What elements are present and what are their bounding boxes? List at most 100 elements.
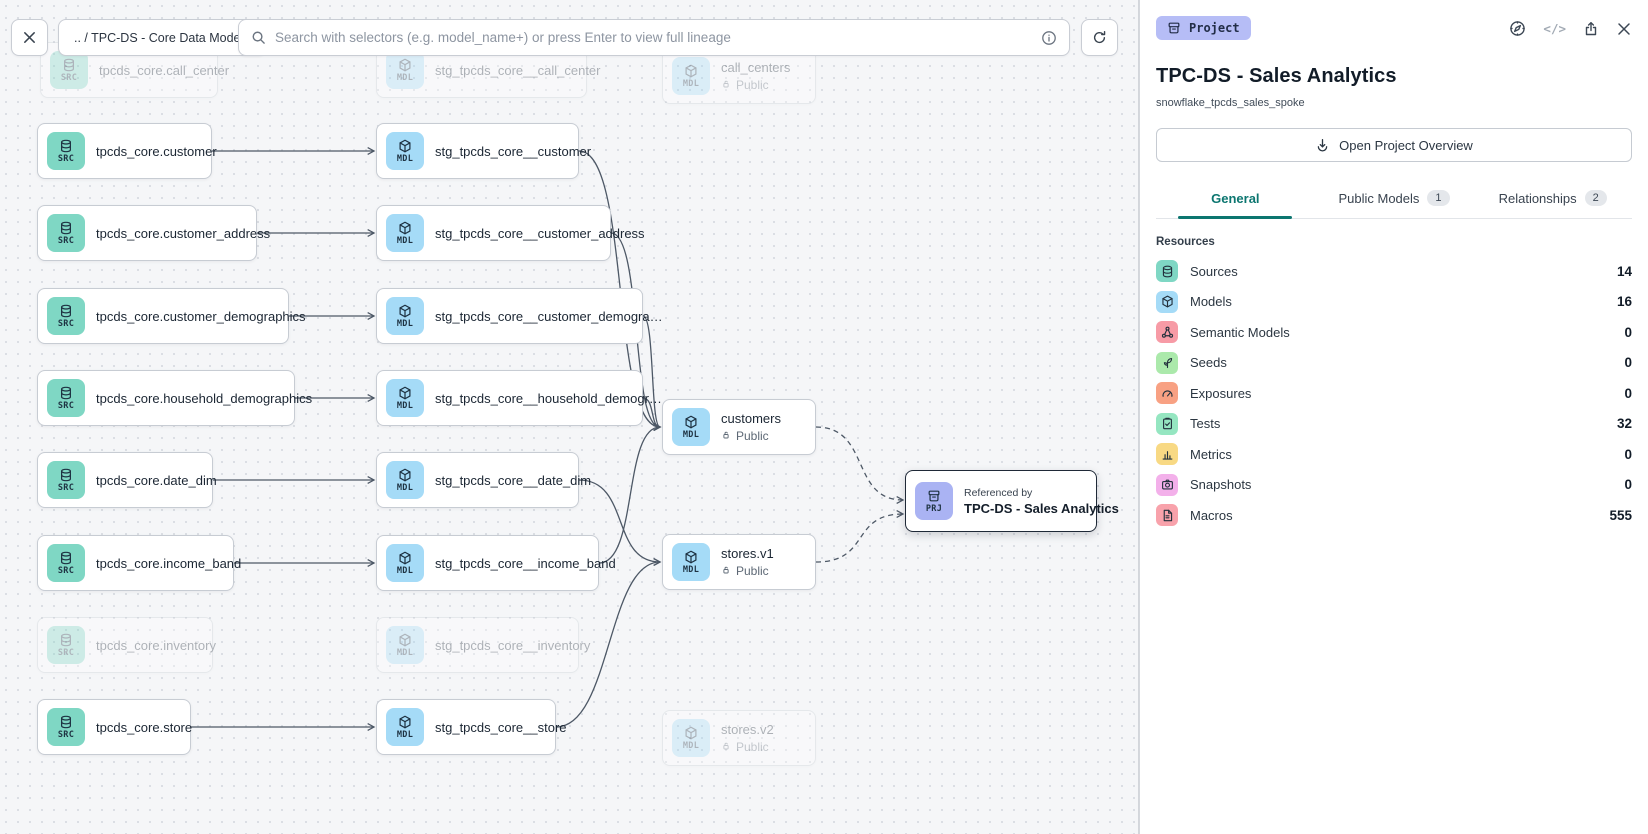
src-type-icon: SRC (47, 297, 85, 335)
panel-actions: </> (1509, 16, 1632, 37)
close-panel-icon[interactable] (1616, 21, 1632, 37)
refresh-icon (1092, 30, 1107, 45)
search-input[interactable] (275, 30, 1032, 45)
lock-open-icon (721, 78, 731, 92)
lineage-node-src_household_demographics[interactable]: SRCtpcds_core.household_demographics (37, 370, 295, 426)
resource-label: Sources (1190, 264, 1605, 279)
lineage-node-mdl_inventory[interactable]: MDLstg_tpcds_core__inventory (376, 617, 579, 673)
tabs: GeneralPublic Models1Relationships2 (1156, 181, 1632, 219)
node-label: tpcds_core.customer (96, 144, 199, 159)
lineage-node-mdl_customer[interactable]: MDLstg_tpcds_core__customer (376, 123, 579, 179)
resource-count: 0 (1624, 477, 1632, 492)
lineage-node-mdl_income_band[interactable]: MDLstg_tpcds_core__income_band (376, 535, 599, 591)
refresh-button[interactable] (1081, 19, 1118, 56)
lineage-node-src_store[interactable]: SRC tpcds_core.store (37, 699, 191, 755)
node-label: call_centers (721, 60, 790, 75)
src-type-icon: SRC (47, 626, 85, 664)
node-label: tpcds_core.income_band (96, 556, 221, 571)
mdl-type-icon: MDL (386, 461, 424, 499)
lineage-node-pub_call_centers[interactable]: MDL call_centersPublic (662, 48, 816, 104)
project-icon (1167, 21, 1181, 35)
tab-general[interactable]: General (1156, 181, 1315, 218)
resource-row-models[interactable]: Models 16 (1156, 287, 1632, 318)
mdl-type-icon: MDL (672, 719, 710, 757)
lineage-node-pub_stores_v1[interactable]: MDLstores.v1Public (662, 534, 816, 590)
mdl-type-icon: MDL (672, 543, 710, 581)
lock-open-icon (721, 740, 731, 754)
lineage-node-src_inventory[interactable]: SRCtpcds_core.inventory (37, 617, 213, 673)
node-label: tpcds_core.customer_address (96, 226, 244, 241)
share-icon[interactable] (1583, 21, 1599, 37)
tab-public-models[interactable]: Public Models1 (1315, 181, 1474, 218)
open-project-overview-button[interactable]: Open Project Overview (1156, 128, 1632, 162)
close-lineage-button[interactable] (11, 19, 48, 56)
resource-row-metrics[interactable]: Metrics 0 (1156, 439, 1632, 470)
lineage-node-mdl_household_demographics[interactable]: MDLstg_tpcds_core__household_demogr… (376, 370, 643, 426)
access-label: Public (736, 78, 769, 92)
lineage-canvas[interactable]: SRCtpcds_core.call_centerMDLstg_tpcds_co… (0, 0, 1139, 834)
resource-label: Semantic Models (1190, 325, 1612, 340)
referenced-by-kicker: Referenced by (964, 487, 1084, 499)
code-icon[interactable]: </> (1543, 21, 1566, 36)
node-label: stg_tpcds_core__date_dim (435, 473, 566, 488)
mdl-type-icon: MDL (672, 57, 710, 95)
edge-pub_customers-to-prj_ref (816, 427, 903, 500)
resource-row-snapshots[interactable]: Snapshots 0 (1156, 470, 1632, 501)
resource-row-seeds[interactable]: Seeds0 (1156, 348, 1632, 379)
access-label: Public (736, 429, 769, 443)
resource-row-macros[interactable]: Macros555 (1156, 500, 1632, 531)
resource-row-sources[interactable]: Sources14 (1156, 256, 1632, 287)
referenced-project-title: TPC-DS - Sales Analytics (964, 501, 1084, 516)
lineage-node-prj_ref[interactable]: PRJReferenced byTPC-DS - Sales Analytics (905, 470, 1097, 532)
resource-count: 0 (1624, 325, 1632, 340)
mdl-type-icon: MDL (672, 408, 710, 446)
access-label: Public (736, 740, 769, 754)
src-type-icon: SRC (47, 132, 85, 170)
tab-relationships[interactable]: Relationships2 (1473, 181, 1632, 218)
panel-header: Project </> (1156, 16, 1632, 40)
close-icon (22, 30, 37, 45)
breadcrumb[interactable]: .. / TPC-DS - Core Data Models (58, 19, 266, 56)
search-icon (251, 30, 266, 45)
resource-row-semantic-models[interactable]: Semantic Models 0 (1156, 317, 1632, 348)
chart-icon (1156, 443, 1178, 465)
project-type-badge: Project (1156, 16, 1251, 40)
lineage-node-mdl_customer_demographics[interactable]: MDLstg_tpcds_core__customer_demogra… (376, 288, 643, 344)
lineage-node-mdl_date_dim[interactable]: MDL stg_tpcds_core__date_dim (376, 452, 579, 508)
seed-icon (1156, 352, 1178, 374)
lineage-node-mdl_store[interactable]: MDLstg_tpcds_core__store (376, 699, 556, 755)
resource-label: Tests (1190, 416, 1605, 431)
resource-count: 0 (1624, 355, 1632, 370)
node-label: tpcds_core.store (96, 720, 178, 735)
src-type-icon: SRC (47, 214, 85, 252)
lineage-node-pub_stores_v2[interactable]: MDLstores.v2Public (662, 710, 816, 766)
lineage-node-src_income_band[interactable]: SRCtpcds_core.income_band (37, 535, 234, 591)
resource-label: Models (1190, 294, 1605, 309)
resource-label: Snapshots (1190, 477, 1612, 492)
node-label: stg_tpcds_core__income_band (435, 556, 586, 571)
lineage-node-src_date_dim[interactable]: SRCtpcds_core.date_dim (37, 452, 213, 508)
node-label: customers (721, 411, 781, 426)
lineage-node-mdl_customer_address[interactable]: MDLstg_tpcds_core__customer_address (376, 205, 611, 261)
project-badge-label: Project (1189, 21, 1240, 35)
node-label: stg_tpcds_core__inventory (435, 638, 566, 653)
mdl-type-icon: MDL (386, 297, 424, 335)
node-label: stg_tpcds_core__store (435, 720, 543, 735)
info-icon[interactable] (1041, 30, 1057, 46)
lineage-node-pub_customers[interactable]: MDL customersPublic (662, 399, 816, 455)
resource-label: Metrics (1190, 447, 1612, 462)
mdl-type-icon: MDL (386, 379, 424, 417)
src-type-icon: SRC (47, 708, 85, 746)
mdl-type-icon: MDL (386, 214, 424, 252)
resource-count: 16 (1617, 294, 1632, 309)
resource-row-exposures[interactable]: Exposures0 (1156, 378, 1632, 409)
resource-count: 0 (1624, 447, 1632, 462)
node-label: stores.v1 (721, 546, 774, 561)
open-overview-label: Open Project Overview (1339, 138, 1473, 153)
lineage-node-src_customer[interactable]: SRC tpcds_core.customer (37, 123, 212, 179)
lineage-node-src_customer_address[interactable]: SRC tpcds_core.customer_address (37, 205, 257, 261)
resource-row-tests[interactable]: Tests32 (1156, 409, 1632, 440)
lineage-node-src_customer_demographics[interactable]: SRCtpcds_core.customer_demographics (37, 288, 289, 344)
explore-lineage-icon[interactable] (1509, 20, 1526, 37)
